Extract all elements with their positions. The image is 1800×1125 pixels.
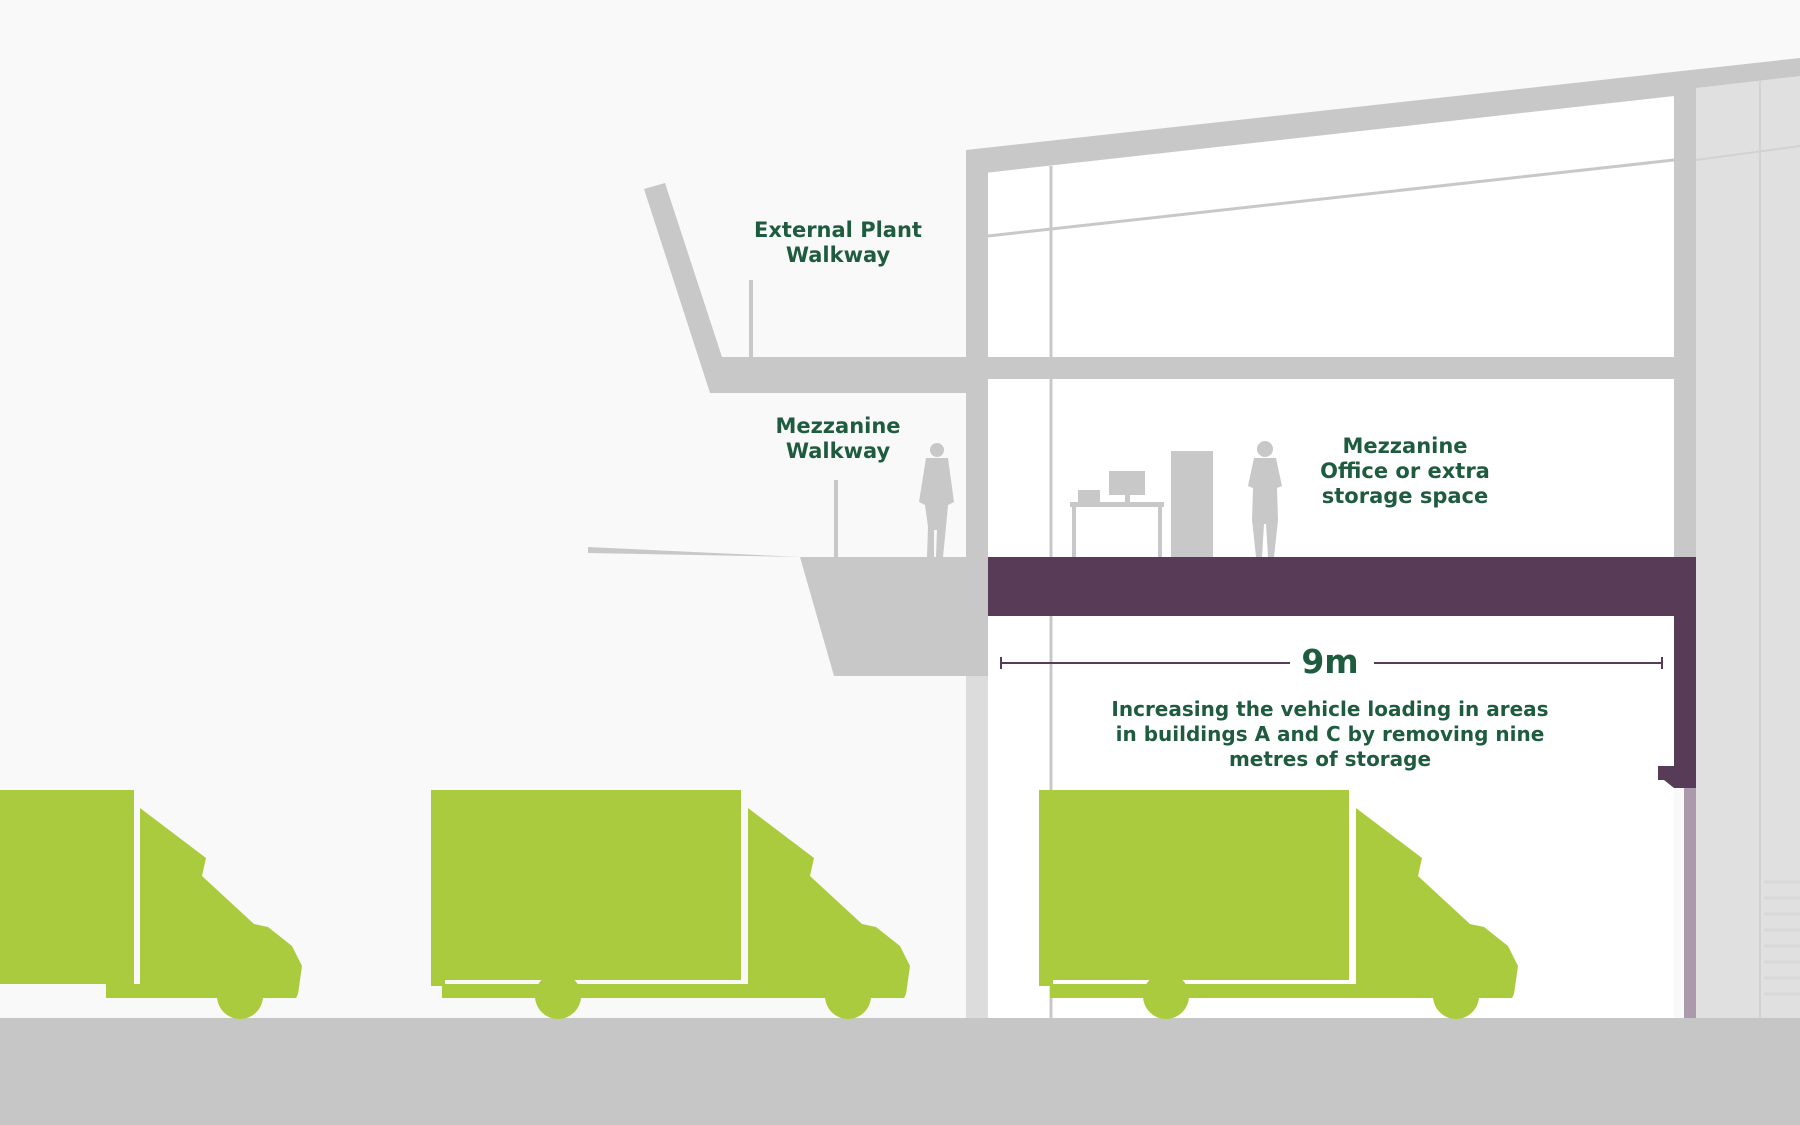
external-plant-walkway: [644, 183, 966, 393]
delivery-van-icon: [0, 790, 302, 1019]
van-cab-gap: [1349, 790, 1356, 866]
label-line: Office or extra: [1320, 459, 1490, 483]
label-line: storage space: [1321, 484, 1489, 508]
delivery-van-icon: [431, 790, 910, 1019]
label-line: External Plant: [754, 218, 922, 242]
person-icon: [919, 443, 954, 557]
adjacent-building: [1696, 76, 1800, 1018]
mezzanine-support-post: [1684, 788, 1696, 1018]
storage-shelving: [1764, 880, 1800, 996]
dimension-label: 9m: [1301, 642, 1359, 681]
caption-label: Increasing the vehicle loading in areas …: [1080, 697, 1580, 772]
left-column-lower: [966, 676, 988, 1018]
dimension-line: [1000, 657, 1663, 669]
adjacent-building-line: [1695, 145, 1800, 161]
mezzanine-walkway-label: Mezzanine Walkway: [738, 414, 938, 464]
building-interior: [988, 90, 1674, 1018]
desk-icon: [1070, 490, 1164, 557]
plant-floor-beam: [988, 357, 1696, 379]
label-line: Mezzanine: [1342, 434, 1468, 458]
roof-inner-line: [987, 158, 1675, 238]
van-cab-gap: [134, 790, 140, 866]
caption-line: Increasing the vehicle loading in areas: [1111, 697, 1549, 721]
caption-line: in buildings A and C by removing nine: [1115, 722, 1545, 746]
van-cab-gap: [741, 790, 748, 866]
label-line: Walkway: [785, 243, 891, 267]
computer-monitor-icon: [1109, 471, 1145, 502]
mezzanine-slab: [988, 557, 1696, 788]
label-line: Mezzanine: [775, 414, 901, 438]
person-icon: [1248, 441, 1282, 557]
right-column: [1674, 90, 1696, 622]
left-column-upper: [966, 150, 988, 680]
delivery-van-icon: [1039, 790, 1518, 1019]
filing-cabinet-icon: [1171, 451, 1213, 557]
mezzanine-office-label: Mezzanine Office or extra storage space: [1290, 434, 1520, 509]
mezzanine-walkway: [588, 547, 966, 676]
caption-line: metres of storage: [1228, 747, 1432, 771]
ground: [0, 1018, 1800, 1125]
roof: [966, 58, 1800, 175]
external-plant-walkway-label: External Plant Walkway: [738, 218, 938, 268]
label-line: Walkway: [785, 439, 891, 463]
